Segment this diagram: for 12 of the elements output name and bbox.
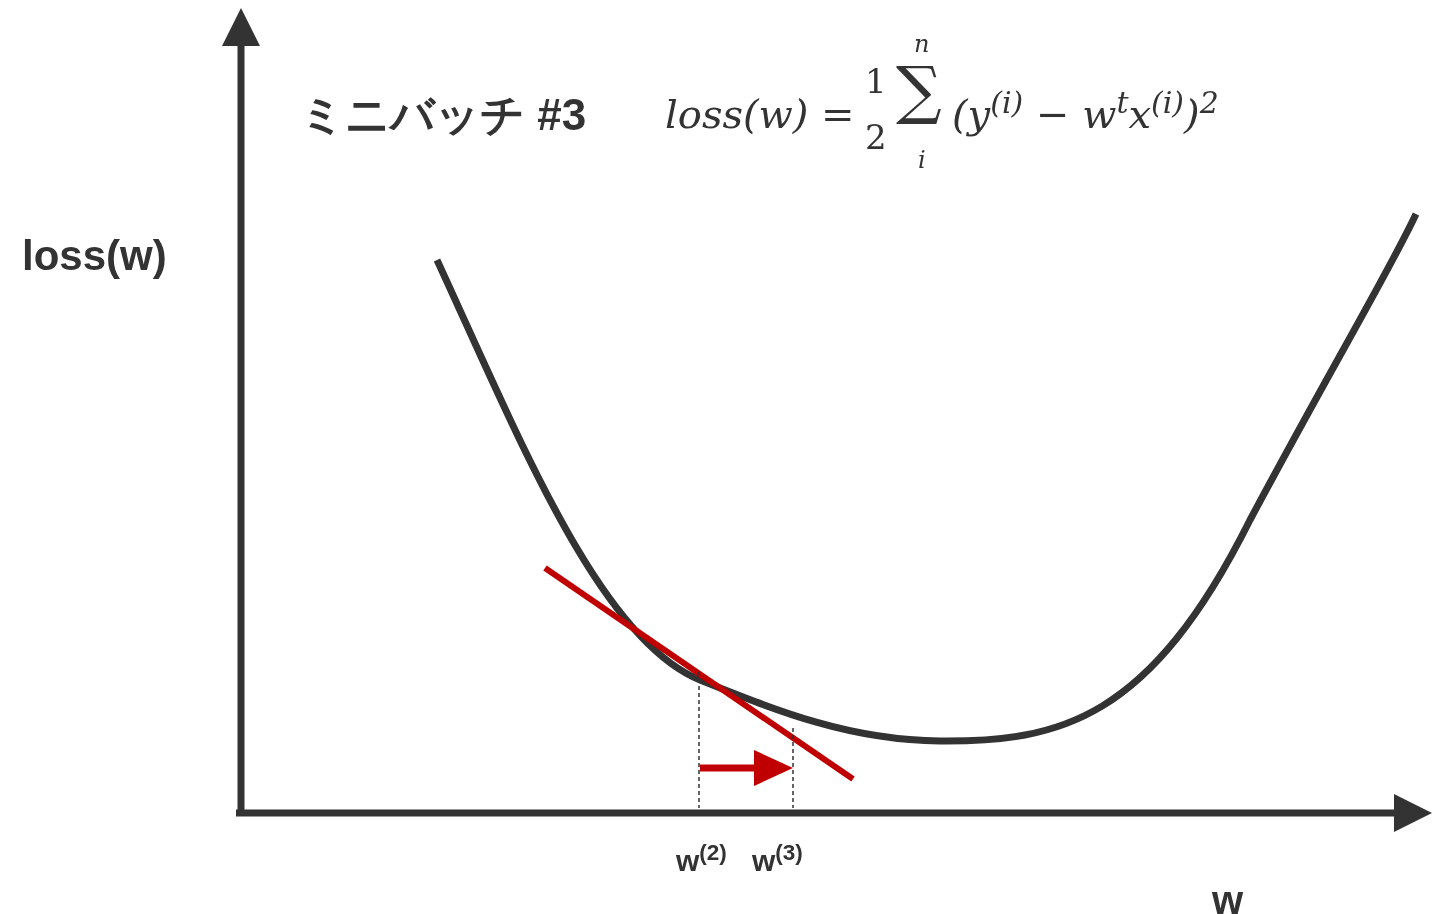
chart-title: ミニバッチ #3 xyxy=(300,89,587,141)
formula-lower-limit: i xyxy=(918,148,926,172)
tick-label: w$^{(2)}$ xyxy=(676,838,727,879)
x-axis-label: w xyxy=(1212,877,1244,914)
y-axis-label: loss(w) xyxy=(22,231,167,281)
formula-numerator: 1 xyxy=(865,60,887,103)
formula-text: loss(w) = xyxy=(665,90,855,139)
sum-symbol: ∑ xyxy=(896,58,942,122)
formula-denominator: 2 xyxy=(865,116,887,159)
formula-upper-limit: n xyxy=(914,32,930,56)
formula-text: (y$^{(i)}$ − w$^{t}$x$^{(i)}$)$^{2}$ xyxy=(952,84,1219,139)
tick-label: w$^{(3)}$ xyxy=(752,838,803,879)
